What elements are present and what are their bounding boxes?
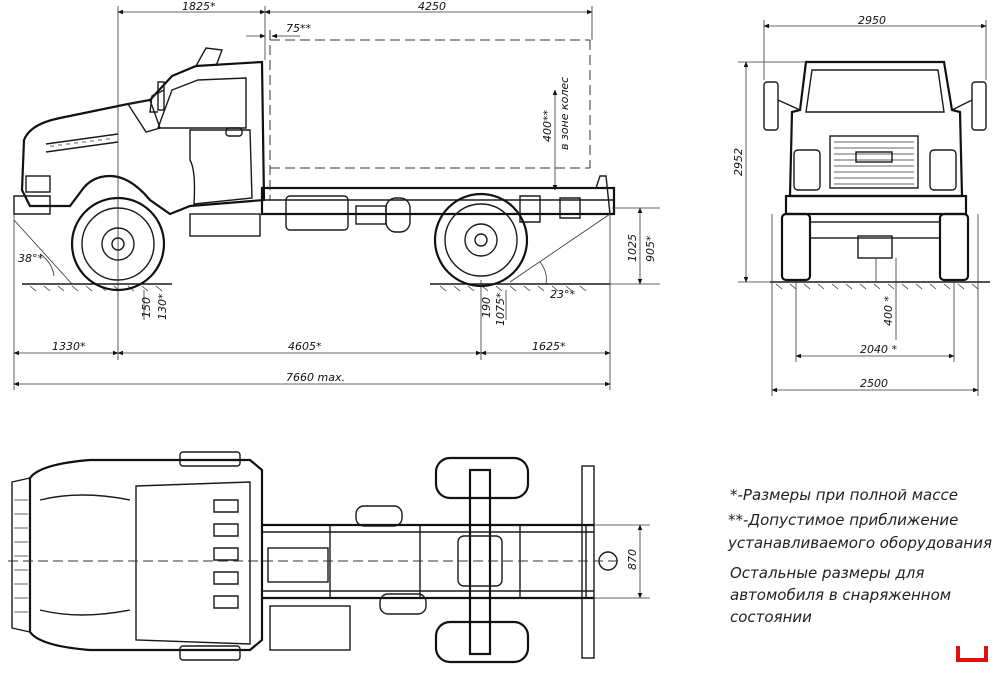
front-bumper-top [11,477,31,633]
body-outline [270,39,591,169]
front-cab [788,60,964,198]
cab-window [156,77,247,129]
roof-panel [135,481,251,645]
gearbox [267,547,329,583]
dim-frame-width: 870 [626,549,639,570]
notes: *-Размеры при полной массе **-Допустимое… [727,486,992,626]
note-other-dims: Остальные размеры для [730,564,924,582]
brand-badge [855,151,893,163]
dim-rear-clearance: 190 [480,297,493,318]
door-handle-icon [225,127,243,137]
dim-overall-length: 7660 max. [286,371,345,384]
dim-wheel-zone-note: в зоне колес [558,77,571,150]
top-view: 870 [8,451,650,664]
air-intake [195,47,223,67]
note-allowed-proximity: **-Допустимое приближение [728,511,958,529]
dim-wheel-zone: 400** [541,110,554,142]
front-axle-housing [857,235,893,259]
chassis-frame [260,186,616,216]
dim-track-width: 2040 * [860,343,897,356]
note-vehicle-in: автомобиля в снаряженном [730,586,951,604]
dim-cab-gap: 75** [286,22,311,35]
air-tank-bottom [379,593,427,615]
dim-overall-height: 2952 [732,148,745,176]
front-left-wheel [780,212,812,282]
dim-frame-height: 1025 [626,234,639,262]
front-right-wheel [938,212,970,282]
rear-wheel [433,192,529,288]
dim-front-clearance: 150 [140,297,153,318]
note-curb-condition: состоянии [730,608,812,626]
left-headlight [793,149,821,191]
dim-front-clearance-laden: 130* [156,293,169,320]
approach-angle: 38°* [18,252,43,265]
dim-mirror-width: 2950 [858,14,886,27]
dim-body-width: 2500 [860,377,888,390]
fuel-tank-top [269,605,351,651]
dim-rear-overhang: 1625* [532,340,566,353]
side-view: 1825* 4250 75** 400** в зоне колес 1025 … [13,0,660,390]
rear-axle [468,468,492,656]
note-installed-equipment: устанавливаемого оборудования [727,534,992,552]
note-full-mass: *-Размеры при полной массе [730,486,958,504]
rear-wheel-bottom [434,620,530,664]
dim-rear-clearance-laden: 1075* [494,292,507,326]
cab-top [28,458,264,652]
cab-door [189,129,253,205]
front-grille [829,135,919,189]
rear-crossbeam [581,465,595,659]
dim-body-length: 4250 [418,0,446,13]
front-view: 2950 2952 400 * 2040 * 2500 [732,14,990,396]
front-bumper-front [784,194,968,216]
right-mirror [971,81,987,131]
windshield [805,69,945,113]
dim-frame-height-laden: 905* [644,235,657,262]
red-corner-mark [956,646,988,662]
air-tank-top [355,505,403,527]
cab-outline [20,60,266,216]
dim-front-overhang: 1330* [52,340,86,353]
left-mirror [763,81,779,131]
front-bumper [13,195,51,215]
departure-angle: 23°* [550,288,575,301]
dim-wheelbase: 4605* [288,340,322,353]
dim-front-ground-clearance: 400 * [882,296,895,326]
fuel-tank [285,195,349,231]
rear-wheel-top [434,456,530,500]
right-headlight [929,149,957,191]
dim-cab-length: 1825* [182,0,216,13]
